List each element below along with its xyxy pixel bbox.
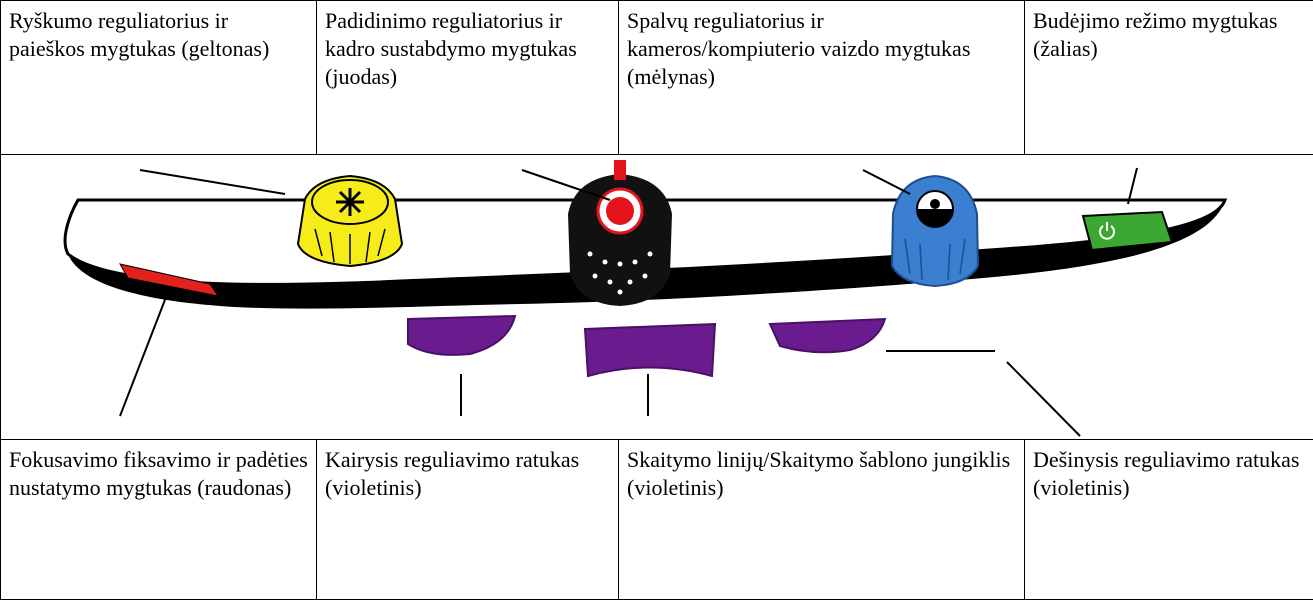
brightness-sun-icon [336,188,364,216]
label-right-wheel: Dešinysis reguliavimo ratukas (violetini… [1025,440,1313,600]
label-color-knob: Spalvų reguliatorius ir kameros/kompiute… [619,1,1025,155]
label-reading-line-switch: Skaitymo linijų/Skaitymo šablono jungikl… [619,440,1025,600]
label-focus-lock-button: Fokusavimo fiksavimo ir padėties nustaty… [1,440,317,600]
zoom-knob [568,160,672,306]
label-standby-button: Budėjimo režimo mygtukas (žalias) [1025,1,1313,155]
brightness-knob [298,176,402,266]
right-adjustment-wheel [770,319,885,352]
label-left-wheel: Kairysis reguliavimo ratukas (violetinis… [317,440,619,600]
reading-line-switch [585,324,715,376]
label-brightness-knob: Ryškumo reguliatorius ir paieškos mygtuk… [1,1,317,155]
color-mode-icon [917,191,953,227]
standby-button [1083,212,1172,250]
label-zoom-knob: Padidinimo reguliatorius ir kadro sustab… [317,1,619,155]
left-adjustment-wheel [408,316,515,355]
control-panel-illustration [0,154,1313,439]
